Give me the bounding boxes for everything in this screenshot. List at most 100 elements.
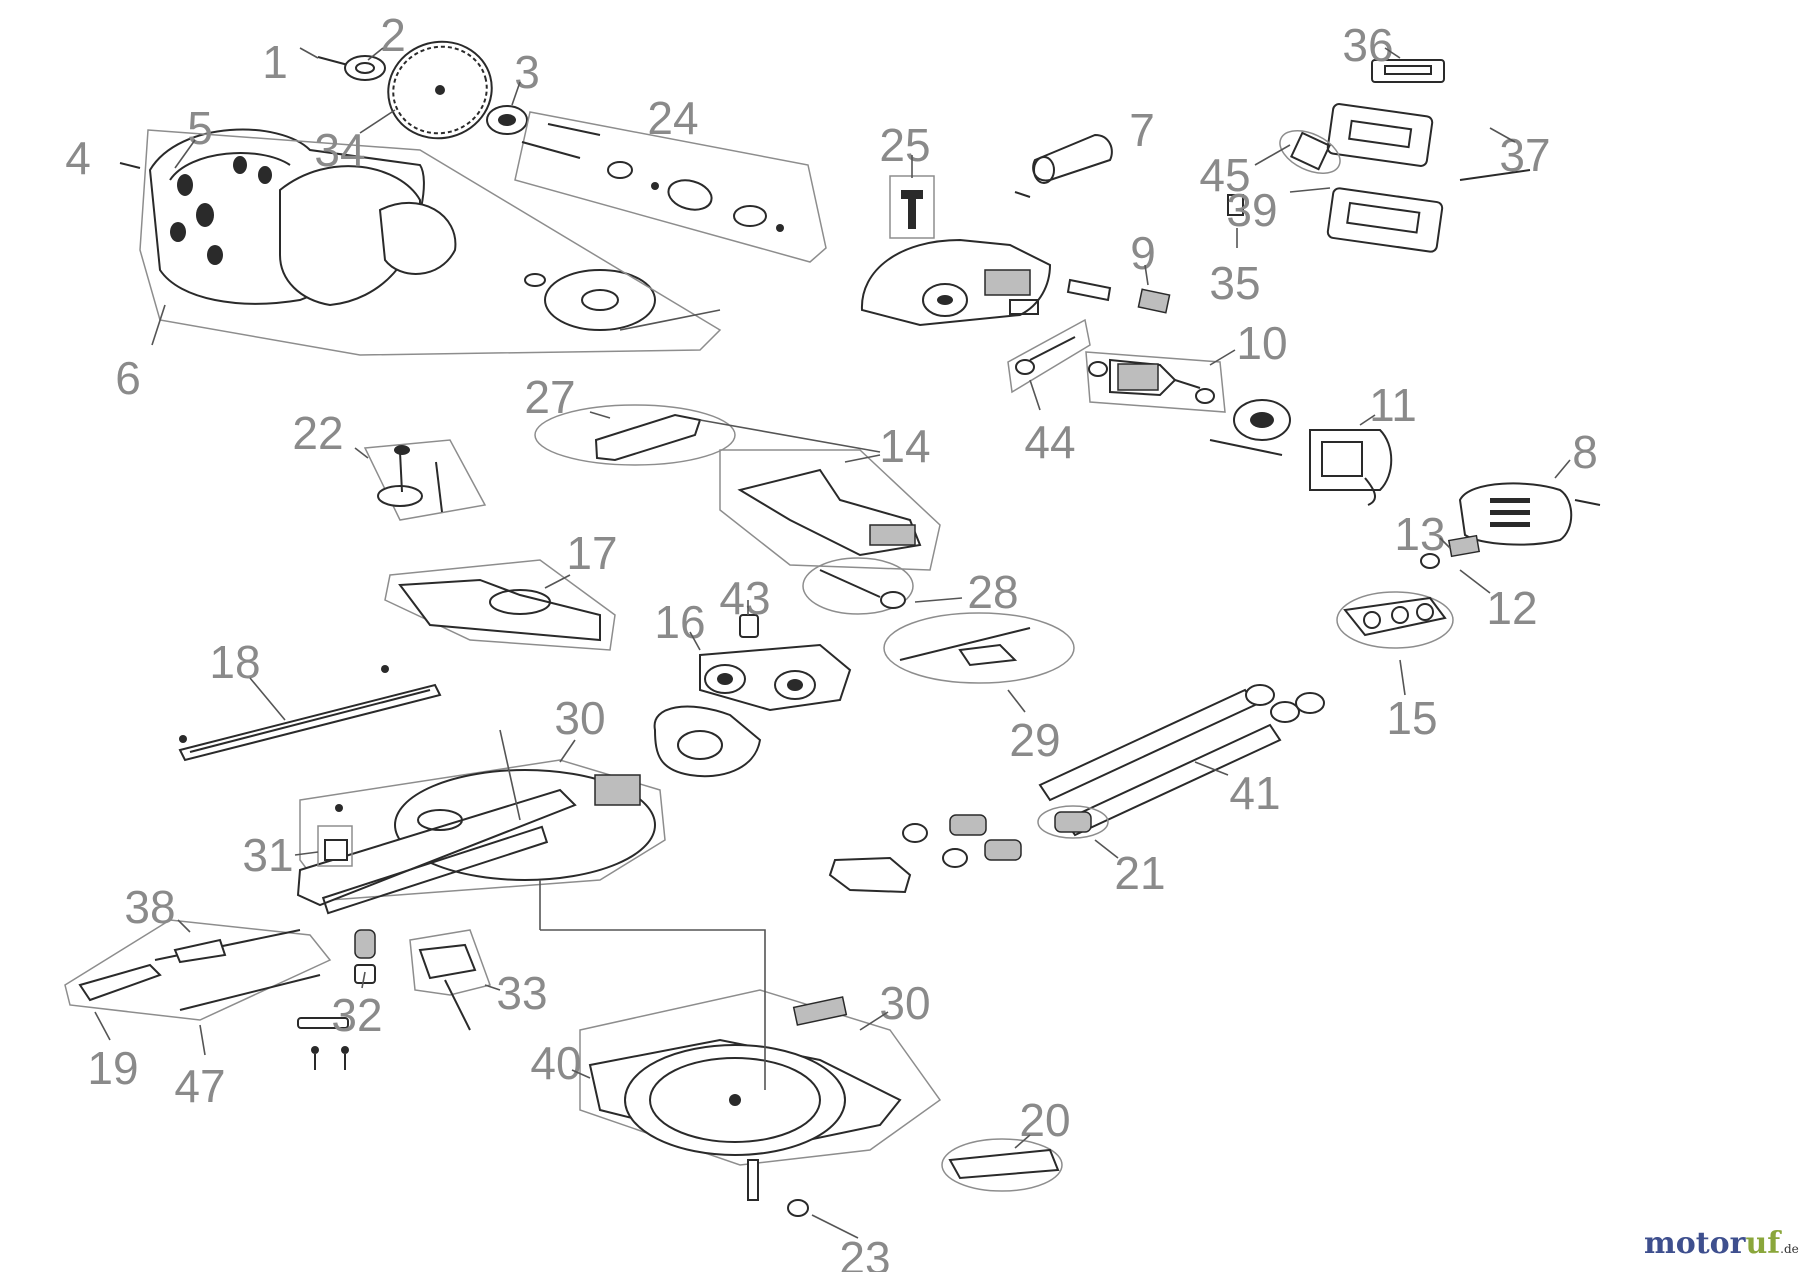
part-label-17: 17: [566, 527, 617, 579]
extension-arm-group: [64, 919, 332, 1021]
handle-assembly-group: [719, 449, 941, 571]
stator-part: [1209, 399, 1393, 506]
part-label-22: 22: [292, 407, 343, 459]
leader-line-22: [354, 447, 369, 459]
part-label-15: 15: [1386, 692, 1437, 744]
pad-part: [941, 1138, 1063, 1192]
motor-housing-part: [860, 238, 1052, 327]
leader-line-9: [1144, 264, 1149, 286]
leader-line-29: [1007, 689, 1026, 713]
part-label-23: 23: [839, 1232, 890, 1272]
leader-line-5: [174, 139, 196, 169]
leader-line-19: [94, 1011, 111, 1041]
screws-set: [297, 1017, 349, 1070]
part-label-7: 7: [1129, 104, 1155, 156]
switch-boards-group: [1227, 59, 1531, 253]
part-label-24: 24: [647, 92, 698, 144]
leader-line-37: [1489, 127, 1516, 143]
assembly-lines: [499, 309, 881, 1090]
part-label-18: 18: [209, 636, 260, 688]
brand-name-main: motor: [1644, 1226, 1746, 1261]
part-label-25: 25: [879, 119, 930, 171]
part-label-6: 6: [115, 352, 141, 404]
saw-blade-part: [387, 40, 493, 140]
leader-line-38: [177, 919, 191, 933]
upper-blade-guard-part: [139, 128, 722, 356]
part-label-31: 31: [242, 829, 293, 881]
part-label-29: 29: [1009, 714, 1060, 766]
part-label-9: 9: [1130, 227, 1156, 279]
leader-line-6: [151, 304, 166, 346]
leader-line-36: [1384, 47, 1401, 59]
leader-line-14: [844, 454, 881, 463]
leader-line-1: [299, 47, 319, 59]
armature-group: [1085, 351, 1226, 413]
part-label-47: 47: [174, 1060, 225, 1112]
brand-tld: .de: [1780, 1242, 1799, 1256]
leader-line-32: [361, 971, 366, 989]
leader-line-34: [359, 109, 396, 134]
part-label-38: 38: [124, 881, 175, 933]
part-label-2: 2: [380, 9, 406, 61]
leader-lines-layer: [94, 47, 1571, 1239]
part-label-4: 4: [65, 132, 91, 184]
leader-line-2: [367, 47, 384, 61]
leader-line-13: [1439, 537, 1451, 549]
brush-holder-part: [1014, 133, 1113, 198]
part-label-43: 43: [719, 572, 770, 624]
part-label-12: 12: [1486, 582, 1537, 634]
part-label-10: 10: [1236, 317, 1287, 369]
leader-line-33: [484, 984, 501, 991]
leader-line-39: [1289, 187, 1331, 193]
base-part: [579, 989, 942, 1217]
spring-shaft-part: [1066, 278, 1171, 314]
bracket-part: [653, 614, 852, 778]
part-drawings: [64, 40, 1601, 1217]
leader-line-12: [1459, 569, 1491, 594]
leader-line-18: [249, 677, 286, 721]
leader-line-30: [859, 1011, 889, 1031]
motor-cover-part: [1458, 482, 1601, 546]
handle-lever-group: [534, 404, 736, 466]
part-label-19: 19: [87, 1042, 138, 1094]
part-label-30: 30: [879, 977, 930, 1029]
part-label-34: 34: [314, 124, 365, 176]
part-label-11: 11: [1369, 379, 1417, 431]
slide-rods-part: [1038, 684, 1325, 837]
outer-flange-part: [486, 105, 528, 135]
leader-line-8: [1554, 459, 1571, 479]
cable-part: [802, 557, 914, 615]
turntable-upper-part: [296, 759, 666, 915]
bearing-shaft-group: [1007, 318, 1091, 394]
leader-line-17: [544, 574, 571, 589]
brand-name-accent: uf: [1745, 1226, 1781, 1261]
flange-bolt-part: [317, 55, 386, 81]
part-label-35: 35: [1209, 257, 1260, 309]
part-label-16: 16: [654, 596, 705, 648]
part-label-36: 36: [1342, 19, 1393, 71]
bushings-group: [828, 805, 1109, 894]
rod-holder-part: [1336, 591, 1454, 649]
spring-part: [354, 929, 376, 984]
part-label-13: 13: [1394, 508, 1445, 560]
part-label-45: 45: [1199, 149, 1250, 201]
part-label-32: 32: [331, 989, 382, 1041]
part-label-27: 27: [524, 371, 575, 423]
leader-line-27: [589, 411, 611, 419]
leader-line-23: [811, 1214, 859, 1239]
part-label-1: 1: [262, 36, 288, 88]
leader-line-11: [1359, 414, 1376, 426]
rail-part: [178, 665, 442, 762]
fence-part: [384, 559, 616, 651]
leader-line-31: [294, 851, 319, 856]
leader-line-44: [1029, 379, 1041, 411]
part-label-8: 8: [1572, 426, 1598, 478]
part-label-41: 41: [1229, 767, 1280, 819]
lock-lever-group: [409, 929, 491, 1031]
leader-line-30: [559, 739, 576, 763]
arbor-gear-group: [514, 111, 827, 263]
part-label-39: 39: [1226, 184, 1277, 236]
clamp-group: [363, 439, 487, 521]
